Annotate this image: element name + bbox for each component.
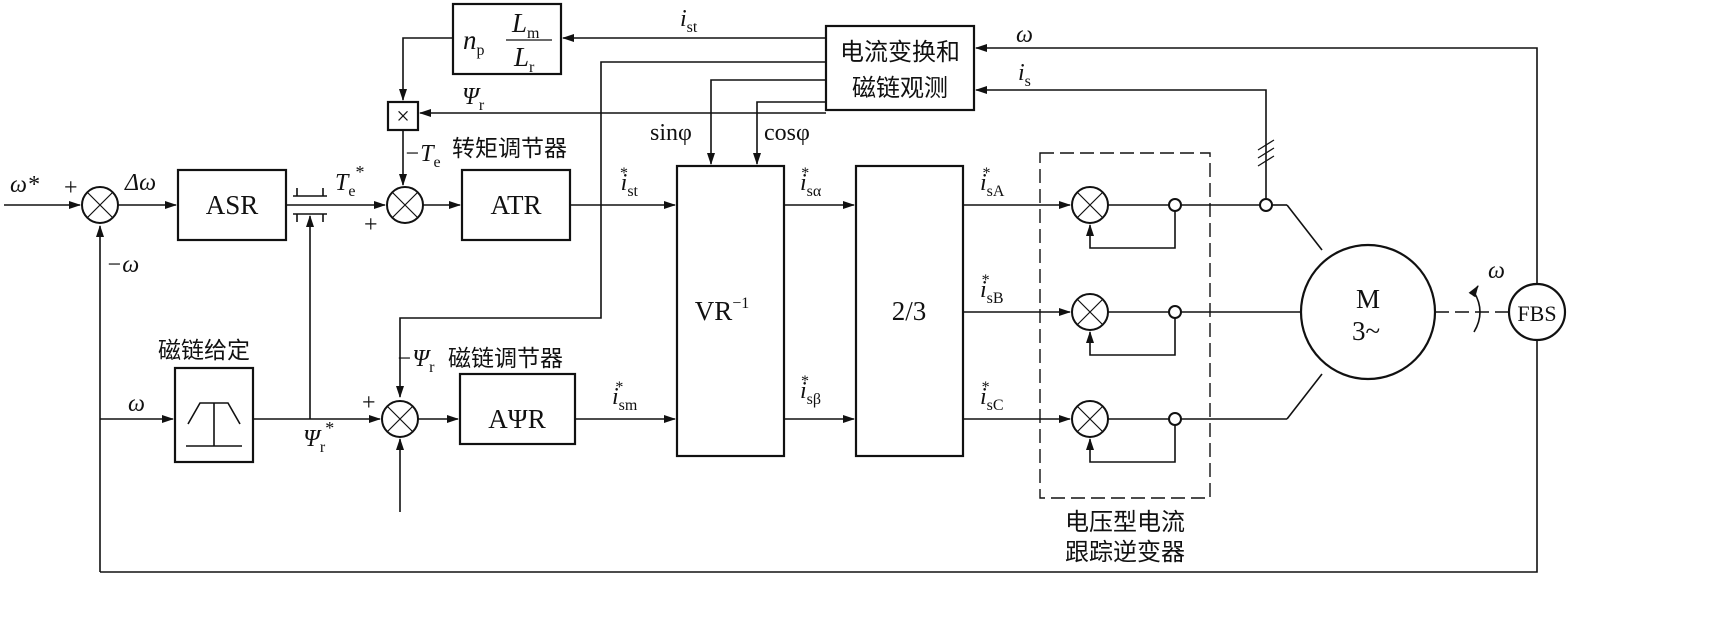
vr-inverse-label: VR−1 — [695, 295, 750, 326]
wire-bottom-return — [100, 340, 1538, 573]
label-omega-fb: ω — [1016, 22, 1033, 48]
plus-flux: + — [362, 390, 376, 416]
observer-label-line2: 磁链观测 — [852, 74, 948, 102]
flux-setpoint-curve — [186, 402, 242, 447]
wire-sin-phi — [707, 79, 826, 165]
sum-junction-phase-c — [1071, 400, 1109, 438]
label-i-sb: isB* — [980, 272, 1004, 307]
wire-psi-r-to-flux-junction — [396, 61, 826, 398]
label-flux-setpoint: 磁链给定 — [158, 338, 250, 364]
label-torque-regulator: 转矩调节器 — [452, 136, 567, 162]
label-psi-r-fb: Ψr — [462, 84, 485, 114]
asr-label: ASR — [206, 190, 259, 220]
label-omega-rot: ω — [1488, 258, 1505, 284]
apsir-block — [458, 372, 577, 446]
label-i-sa: isA* — [980, 165, 1005, 200]
sum-junction-speed — [81, 186, 119, 224]
apsir-label: AΨR — [488, 404, 545, 434]
label-minus-te: −Te — [404, 141, 441, 171]
sum-junction-flux — [381, 400, 419, 438]
wire-omega-to-observer — [975, 44, 1538, 284]
label-i-s-fb: is — [1018, 60, 1031, 90]
label-cos-phi: cosφ — [764, 120, 810, 146]
label-te-star: Te* — [335, 162, 364, 200]
three-phase-tick-marks — [1257, 139, 1275, 167]
phase-c-loop — [1086, 373, 1323, 463]
plus-torque: + — [364, 212, 378, 238]
label-i-sc: isC* — [980, 379, 1004, 414]
gain-lr-text: Lr — [513, 42, 535, 76]
inverter-dashed-boundary — [1039, 152, 1211, 499]
motor-label-m: M — [1356, 284, 1380, 314]
observer-block — [824, 24, 976, 112]
phase-a-loop — [1086, 198, 1323, 251]
label-inverter-line1: 电压型电流 — [1065, 508, 1185, 536]
te-limiter-symbol — [293, 188, 327, 222]
label-inverter-line2: 跟踪逆变器 — [1065, 538, 1185, 566]
label-delta-omega: Δω — [124, 170, 156, 196]
atr-block — [460, 168, 572, 242]
label-i-st-fb: ist — [680, 6, 698, 36]
label-flux-regulator: 磁链调节器 — [448, 346, 563, 372]
two-three-label: 2/3 — [892, 296, 927, 326]
fbs-label: FBS — [1517, 301, 1556, 326]
label-minus-psi-r: −Ψr — [396, 346, 435, 376]
motor-label-phase: 3~ — [1352, 316, 1380, 346]
gain-block-np-lm-lr — [451, 2, 563, 76]
rotation-arrow — [1468, 285, 1479, 298]
wire-gain-to-multiplier — [399, 37, 453, 101]
label-i-salpha: isα* — [800, 165, 822, 200]
observer-label-line1: 电流变换和 — [840, 38, 960, 66]
label-minus-omega: −ω — [106, 252, 139, 278]
plus-speed: + — [64, 175, 78, 201]
gain-np-text: np — [463, 25, 485, 59]
phase-b-loop — [1086, 305, 1301, 356]
label-sin-phi: sinφ — [650, 120, 692, 146]
multiplier-symbol: × — [396, 104, 410, 130]
two-three-block — [854, 164, 965, 458]
sum-junction-torque — [386, 186, 424, 224]
sum-junction-phase-a — [1071, 186, 1109, 224]
label-omega-low: ω — [128, 391, 145, 417]
label-i-sbeta: isβ* — [800, 373, 821, 408]
wire-i-s-measure — [975, 86, 1267, 199]
label-omega-star: ω* — [10, 172, 39, 198]
label-i-st-star: ist* — [620, 165, 639, 200]
wire-cos-phi — [753, 101, 826, 165]
atr-label: ATR — [490, 190, 541, 220]
sum-junction-phase-b — [1071, 293, 1109, 331]
vr-inverse-block — [675, 164, 786, 458]
gain-lm-text: Lm — [511, 8, 540, 42]
label-i-sm-star: ism* — [612, 379, 638, 414]
label-psi-r-star: Ψr* — [303, 418, 334, 456]
